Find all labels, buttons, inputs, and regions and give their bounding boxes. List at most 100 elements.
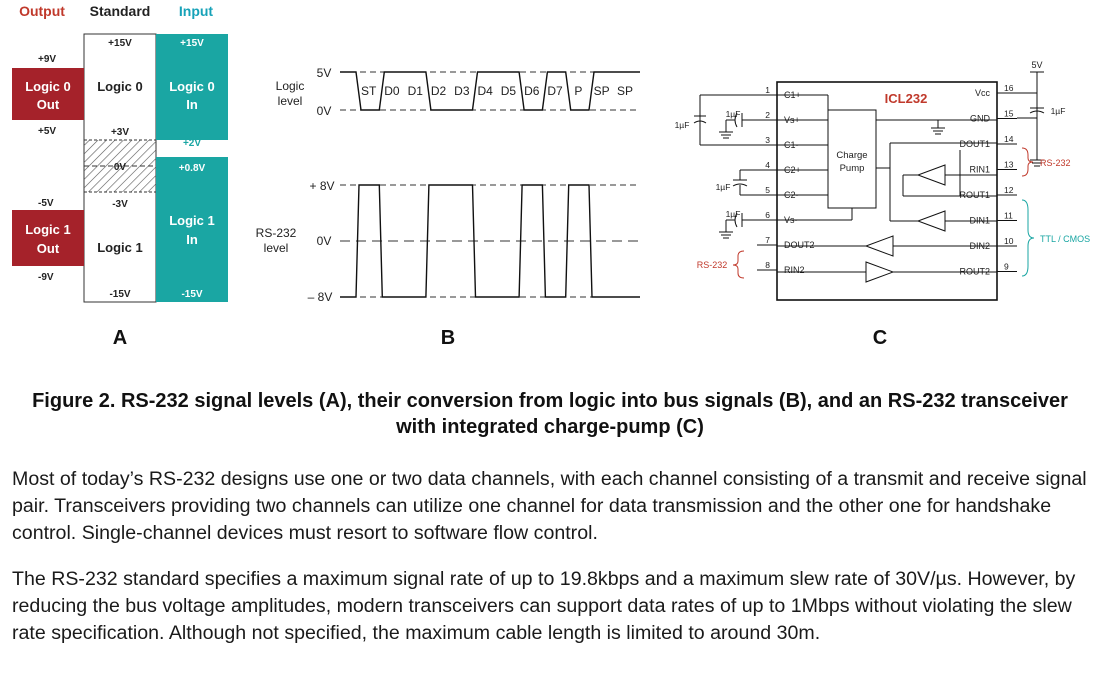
pin-name: GND — [970, 114, 991, 124]
pin-number: 3 — [765, 135, 770, 145]
pin-number: 4 — [765, 160, 770, 170]
output-logic1-line2: Out — [37, 241, 60, 256]
cap-label-vsplus: 1µF — [726, 109, 741, 119]
rs232-brace-left — [732, 250, 745, 279]
bit-label: D1 — [408, 84, 424, 98]
bit-label: D6 — [524, 84, 540, 98]
standard-label-m15: -15V — [109, 289, 130, 300]
charge-pump-box — [827, 109, 877, 209]
ttl-brace — [1021, 199, 1035, 277]
input-logic0-box — [156, 34, 228, 140]
output-logic0-line1: Logic 0 — [25, 79, 71, 94]
charge-pump-line1: Charge — [836, 150, 867, 161]
bit-label: ST — [361, 84, 377, 98]
pin-number: 2 — [765, 110, 770, 120]
output-label-m5: -5V — [38, 198, 54, 209]
input-label-m15: -15V — [181, 289, 202, 300]
output-label-p5: +5V — [38, 126, 56, 137]
output-logic1-line1: Logic 1 — [25, 222, 71, 237]
figure-caption-line2: with integrated charge-pump (C) — [396, 416, 704, 438]
cap-label-vsminus: 1µF — [726, 209, 741, 219]
pin-name: RIN2 — [784, 265, 805, 275]
rs232-level-label-1: RS-232 — [256, 226, 297, 240]
figure: Output Standard Input Logic 0 Out Logic … — [12, 3, 1091, 349]
input-logic0-line2: In — [186, 97, 198, 112]
logic-waveform — [340, 71, 640, 111]
logic-level-label-1: Logic — [276, 79, 305, 93]
bit-label: D0 — [384, 84, 400, 98]
panel-b: Logic level 5V 0V RS-232 level + 8V 0V –… — [256, 66, 640, 349]
pin-number: 10 — [1004, 236, 1014, 246]
logic-level-label-2: level — [278, 94, 303, 108]
bit-label: P — [574, 84, 582, 98]
pin-number: 14 — [1004, 134, 1014, 144]
rs232-low-label: – 8V — [308, 290, 333, 304]
standard-label-p3: +3V — [111, 127, 129, 138]
bit-label: SP — [617, 84, 633, 98]
pin-number: 15 — [1004, 109, 1014, 119]
panel-a-letter: A — [113, 327, 127, 349]
pin-name: RIN1 — [969, 165, 990, 175]
logic-low-label: 0V — [317, 104, 332, 118]
pin-name: DOUT1 — [959, 139, 990, 149]
pin-name: ROUT1 — [959, 190, 990, 200]
pin-number: 6 — [765, 210, 770, 220]
standard-logic0: Logic 0 — [97, 79, 143, 94]
input-logic1-line1: Logic 1 — [169, 213, 215, 228]
pin-number: 5 — [765, 185, 770, 195]
input-logic1-line2: In — [186, 232, 198, 247]
logic-high-label: 5V — [317, 66, 332, 80]
panel-c-letter: C — [873, 327, 887, 349]
rs232-label-right: RS-232 — [1040, 158, 1071, 168]
output-label-p9: +9V — [38, 54, 56, 65]
cap-label-vcc: 1µF — [1051, 106, 1066, 116]
paragraph-1: Most of today’s RS-232 designs use one o… — [12, 468, 1087, 544]
rs232-waveform — [340, 184, 640, 298]
bit-label: D4 — [477, 84, 493, 98]
panel-a: Output Standard Input Logic 0 Out Logic … — [12, 3, 228, 349]
rs232-high-label: + 8V — [309, 179, 334, 193]
bit-label: D3 — [454, 84, 470, 98]
bit-label: D7 — [547, 84, 563, 98]
input-logic1-box — [156, 157, 228, 302]
standard-label-0v: 0V — [114, 162, 127, 173]
input-label-p15: +15V — [180, 38, 204, 49]
output-label-m9: -9V — [38, 272, 54, 283]
charge-pump-line2: Pump — [840, 163, 865, 174]
pin-number: 16 — [1004, 83, 1014, 93]
standard-logic1: Logic 1 — [97, 240, 143, 255]
standard-label-p15: +15V — [108, 38, 132, 49]
output-logic1-box — [12, 210, 84, 266]
input-label-p2: +2V — [183, 138, 201, 149]
pin-number: 13 — [1004, 160, 1014, 170]
rs232-brace-right — [1021, 147, 1034, 177]
pin-number: 7 — [765, 235, 770, 245]
bit-label: SP — [594, 84, 610, 98]
supply-5v-label: 5V — [1031, 60, 1042, 70]
figure-caption: Figure 2. RS-232 signal levels (A), thei… — [0, 388, 1100, 440]
cap-label-c2: 1µF — [716, 182, 731, 192]
chip-name: ICL232 — [885, 91, 928, 106]
rs232-level-label-2: level — [264, 241, 289, 255]
panel-b-letter: B — [441, 327, 455, 349]
pin-number: 9 — [1004, 262, 1009, 272]
input-label-p08: +0.8V — [179, 163, 206, 174]
pin-number: 1 — [765, 85, 770, 95]
header-standard: Standard — [90, 3, 151, 19]
pin-name: Vcc — [975, 88, 991, 98]
bit-label: D5 — [501, 84, 517, 98]
pin-number: 11 — [1004, 211, 1013, 221]
header-output: Output — [19, 3, 65, 19]
bit-labels: ST D0 D1 D2 D3 D4 D5 D6 D7 P SP SP — [361, 84, 633, 98]
pin-number: 8 — [765, 260, 770, 270]
cap-label-c1: 1µF — [675, 120, 690, 130]
bit-label: D2 — [431, 84, 447, 98]
pin-name: DOUT2 — [784, 240, 815, 250]
output-logic0-line2: Out — [37, 97, 60, 112]
rs232-zero-label: 0V — [317, 234, 332, 248]
ttl-cmos-label: TTL / CMOS — [1040, 234, 1090, 244]
input-logic0-line1: Logic 0 — [169, 79, 215, 94]
standard-label-m3: -3V — [112, 199, 128, 210]
pin-number: 12 — [1004, 185, 1014, 195]
